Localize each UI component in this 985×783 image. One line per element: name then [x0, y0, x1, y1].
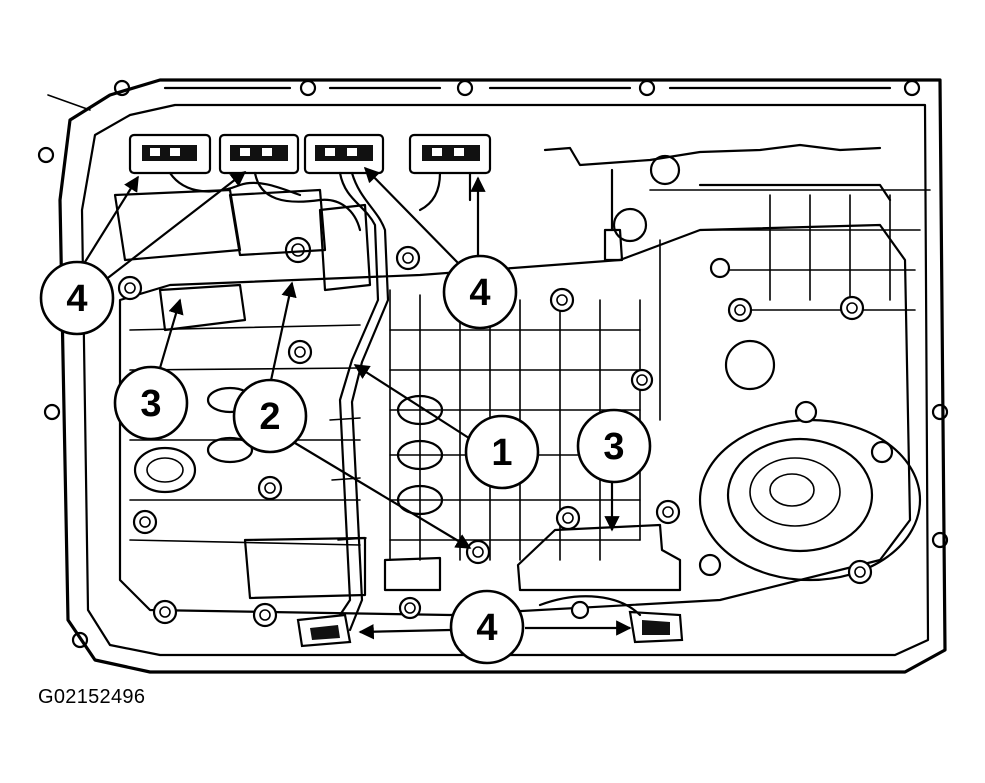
connectors-bottom — [296, 595, 684, 648]
callout-4-top-left: 4 — [39, 260, 115, 336]
connector-1 — [128, 133, 212, 175]
figure-code: G02152496 — [38, 686, 146, 708]
flange-bolt-holes — [37, 79, 949, 649]
wiring-harness — [168, 171, 472, 632]
solenoids — [113, 188, 682, 600]
valve-body-bolts — [117, 236, 894, 628]
callout-label: 3 — [140, 383, 161, 425]
callout-label: 4 — [476, 607, 497, 649]
callout-4-bottom: 4 — [449, 589, 525, 665]
connectors-top — [128, 133, 492, 175]
connector-3 — [303, 133, 385, 175]
callout-4-top-center: 4 — [442, 254, 518, 330]
leader-lines — [79, 166, 632, 640]
callout-3-right: 3 — [576, 408, 652, 484]
callout-2: 2 — [232, 378, 308, 454]
connector-2 — [218, 133, 300, 175]
callout-3-left: 3 — [113, 365, 189, 441]
connector-4 — [408, 133, 492, 175]
callout-label: 4 — [469, 272, 490, 314]
callout-label: 3 — [603, 426, 624, 468]
callout-1: 1 — [464, 414, 540, 490]
case-flange — [37, 78, 949, 674]
callout-label: 2 — [259, 396, 280, 438]
manual-valve-linkage — [543, 143, 892, 262]
callout-label: 1 — [491, 432, 512, 474]
callout-label: 4 — [66, 278, 87, 320]
